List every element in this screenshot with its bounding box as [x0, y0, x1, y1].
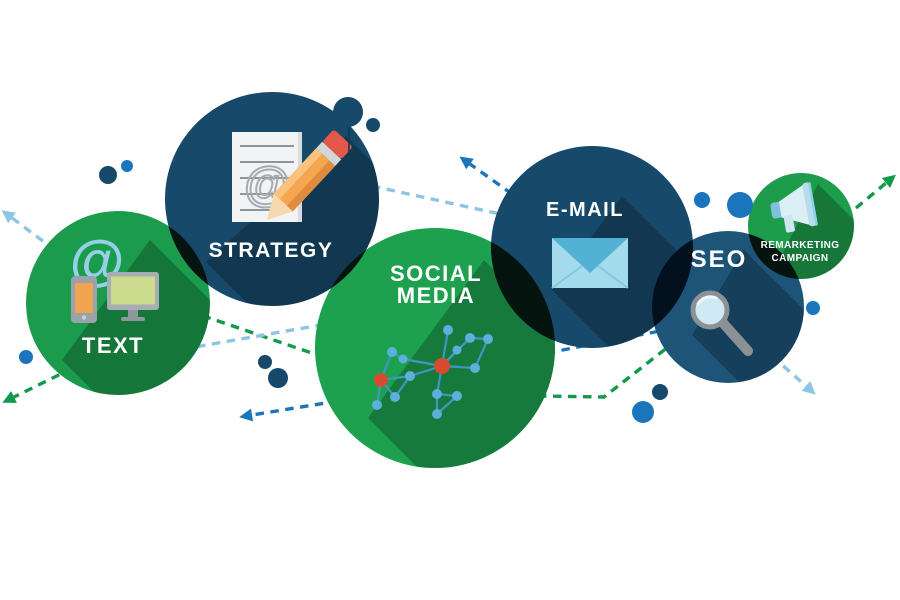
network-node-blue	[387, 347, 397, 357]
network-node-blue	[390, 392, 400, 402]
accent-dot	[652, 384, 668, 400]
email-envelope-icon	[551, 238, 629, 289]
accent-dot	[632, 401, 654, 423]
arrowhead	[801, 381, 816, 395]
social-network-icon	[372, 325, 493, 419]
seo-magnifier-icon	[690, 290, 753, 356]
dash-green-social-to-seo	[537, 345, 670, 399]
accent-dot	[727, 192, 753, 218]
arrow-up-right-from-remarketing	[854, 174, 896, 210]
network-node-blue	[465, 333, 475, 343]
dash-lightblue-strategy-email	[371, 184, 501, 216]
bubble-label-social-2: MEDIA	[397, 283, 475, 308]
bubble-label-seo: SEO	[691, 246, 748, 273]
network-edge	[473, 338, 490, 369]
network-node-blue	[398, 354, 408, 364]
network-node-blue	[432, 409, 442, 419]
accent-dot	[806, 301, 820, 315]
network-node-red	[434, 358, 450, 374]
arrow-left-from-social	[239, 399, 339, 422]
bubbles-layer	[26, 92, 854, 468]
bubble-long-shadow	[368, 260, 555, 468]
network-node-blue	[470, 363, 480, 373]
network-node-red	[374, 373, 388, 387]
bubble-overlap	[748, 231, 804, 279]
bubble-label-text: TEXT	[82, 333, 144, 358]
bubble-label-email: E-MAIL	[546, 199, 624, 221]
arrowhead	[239, 408, 254, 422]
bubble-long-shadow	[692, 250, 804, 383]
network-node-blue	[372, 400, 382, 410]
bubble-label-remarketing-1: REMARKETING	[761, 240, 840, 251]
accent-dot	[19, 350, 33, 364]
network-node-blue	[452, 345, 462, 355]
accent-dot	[333, 97, 363, 127]
network-node-blue	[405, 371, 415, 381]
bubble-label-social-1: SOCIAL	[390, 261, 482, 286]
arrowhead	[881, 174, 896, 188]
accent-dot	[366, 118, 380, 132]
network-node-blue	[452, 391, 462, 401]
accent-dot	[121, 160, 133, 172]
bubble-long-shadow	[552, 196, 693, 348]
bubble-overlap	[491, 228, 555, 348]
arrowhead	[2, 391, 17, 403]
network-node-blue	[443, 325, 453, 335]
arrow-up-left-from-email	[459, 156, 513, 196]
accent-dot	[268, 368, 288, 388]
icons-labels-layer: @ TEXT @	[70, 130, 840, 419]
arrowhead	[459, 156, 474, 170]
network-node-blue	[432, 389, 442, 399]
bubble-label-strategy: STRATEGY	[209, 239, 334, 262]
accent-dot	[99, 166, 117, 184]
strategy-paper-pencil-icon: @	[232, 130, 352, 222]
bubble-label-remarketing-2: CAMPAIGN	[772, 253, 829, 264]
dots-layer	[19, 97, 820, 423]
bubble-long-shadow	[206, 136, 379, 306]
remarketing-megaphone-icon	[770, 182, 818, 233]
network-node-blue	[483, 334, 493, 344]
accent-dot	[258, 355, 272, 369]
text-devices-icon: @	[70, 228, 159, 323]
pencil-icon	[267, 130, 352, 220]
bubble-long-shadow	[62, 240, 210, 395]
accent-dot	[694, 192, 710, 208]
arrowhead	[1, 210, 16, 224]
